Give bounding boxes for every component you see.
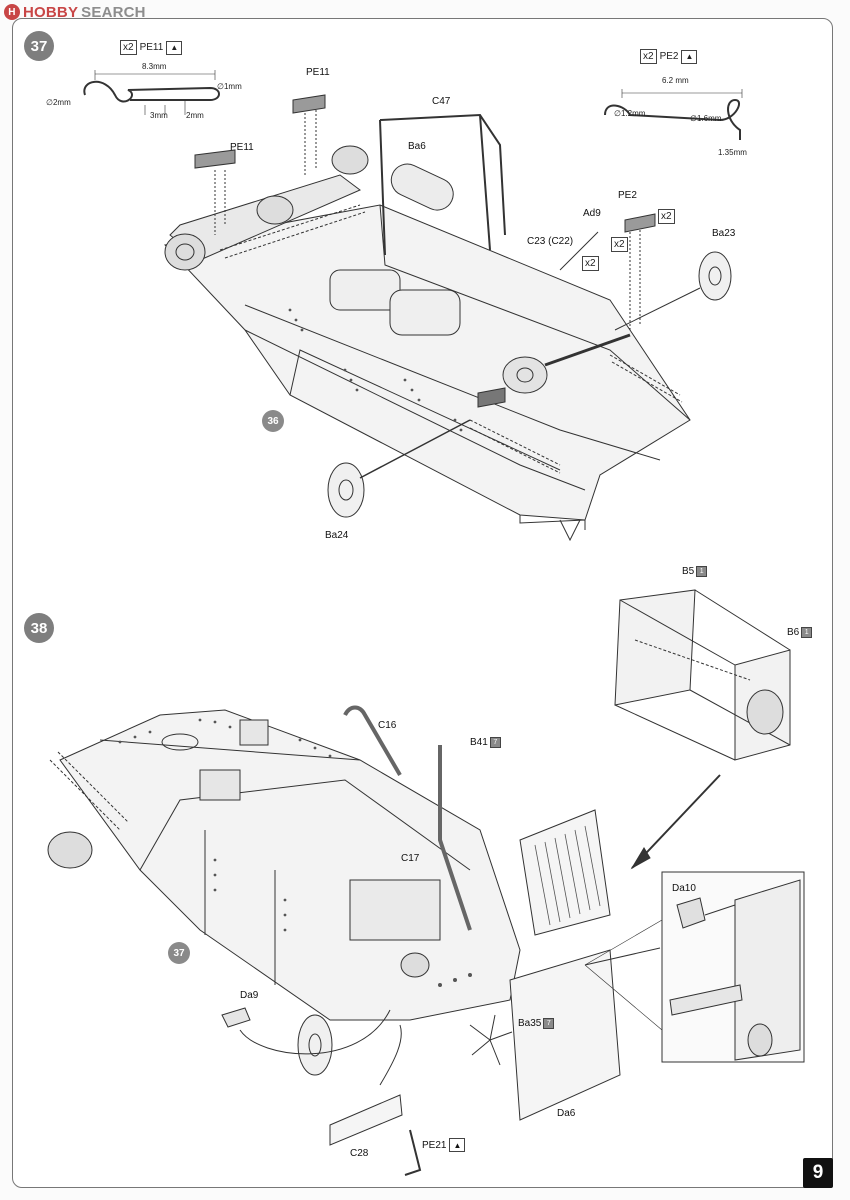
- photo-etch-icon: ▲: [681, 49, 698, 64]
- step38-chassis-drawing: [47, 589, 805, 1176]
- photo-etch-icon: ▲: [449, 1138, 466, 1152]
- watermark-brand: HOBBY: [23, 3, 79, 21]
- pe11-shape-diagram: [83, 70, 220, 115]
- watermark-logo: H HOBBY SEARCH: [4, 3, 146, 21]
- step-ref-36: 36: [262, 410, 284, 432]
- sprue-badge: 7: [543, 1018, 555, 1029]
- pe2-quantity: x2: [640, 49, 657, 64]
- x2-tag: x2: [611, 237, 628, 252]
- pe2-qty-part: PE2: [659, 51, 679, 62]
- part-label-pe21: PE21 ▲: [422, 1138, 466, 1152]
- part-label-da6: Da6: [557, 1108, 576, 1119]
- part-label-da10: Da10: [672, 883, 696, 894]
- watermark-rest: SEARCH: [81, 3, 146, 21]
- pe2-shape-diagram: [604, 89, 743, 140]
- part-label-pe2: PE2: [618, 190, 637, 201]
- x2-tag: x2: [582, 256, 599, 271]
- pe2-dia-right: ∅1.6mm: [690, 114, 722, 123]
- sprue-badge: 1: [696, 566, 708, 577]
- step37-chassis-drawing: [164, 94, 732, 542]
- pe2-depth-dim: 1.35mm: [718, 148, 747, 157]
- pe11-dim-3: 3mm: [150, 111, 168, 120]
- part-label-c28: C28: [350, 1148, 369, 1159]
- pe11-length-dim: 8.3mm: [142, 62, 167, 71]
- pe11-quantity: x2: [120, 40, 137, 55]
- pe2-quantity-label: x2 PE2 ▲: [640, 49, 698, 64]
- step-37-badge: 37: [24, 31, 54, 61]
- x2-tag: x2: [658, 209, 675, 224]
- step-38-badge: 38: [24, 613, 54, 643]
- sprue-badge: 1: [801, 627, 813, 638]
- part-label-c17: C17: [401, 853, 420, 864]
- b41-text: B41: [470, 737, 488, 749]
- part-label-pe11-top: PE11: [306, 67, 330, 78]
- pe11-quantity-label: x2 PE11 ▲: [120, 40, 183, 55]
- pe11-dia-right: ∅1mm: [217, 82, 242, 91]
- part-label-da9: Da9: [240, 990, 259, 1001]
- pe2-length-dim: 6.2 mm: [662, 76, 689, 85]
- pe2-dia-left: ∅1.2mm: [614, 109, 646, 118]
- ba35-text: Ba35: [518, 1018, 542, 1030]
- part-label-c47: C47: [432, 96, 451, 107]
- part-label-ba6: Ba6: [408, 141, 426, 152]
- b6-text: B6: [787, 627, 800, 639]
- pe21-text: PE21: [422, 1139, 447, 1151]
- part-label-pe11-left: PE11: [230, 142, 254, 153]
- photo-etch-icon: ▲: [166, 40, 183, 55]
- b5-text: B5: [682, 566, 695, 578]
- step-ref-37: 37: [168, 942, 190, 964]
- pe11-dia-left: ∅2mm: [46, 98, 71, 107]
- part-label-ad9: Ad9: [583, 208, 601, 219]
- part-label-c16: C16: [378, 720, 397, 731]
- page-number: 9: [803, 1158, 833, 1188]
- part-label-c23: C23 (C22): [527, 236, 574, 247]
- pe11-dim-2: 2mm: [186, 111, 204, 120]
- watermark-mark: H: [4, 4, 20, 20]
- part-label-ba23: Ba23: [712, 228, 736, 239]
- sprue-badge: 7: [489, 737, 501, 748]
- part-label-ba24: Ba24: [325, 530, 349, 541]
- pe11-qty-part: PE11: [139, 42, 164, 53]
